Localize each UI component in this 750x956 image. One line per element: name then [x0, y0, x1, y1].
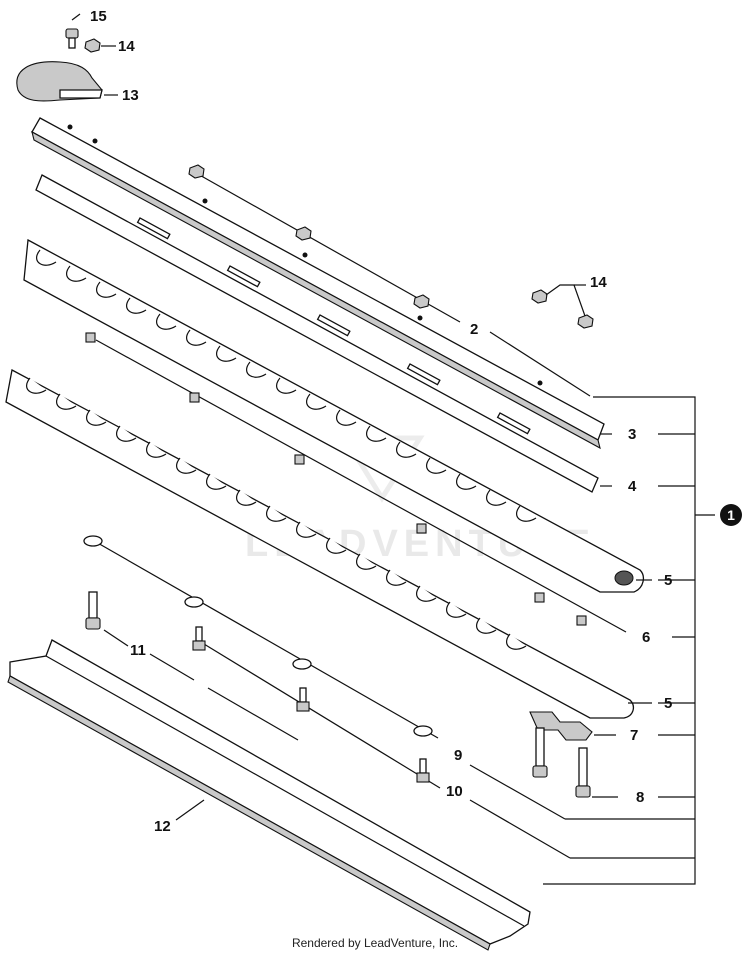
callout-11: 11 [130, 642, 146, 659]
bolt-11 [85, 591, 299, 741]
callout-9: 9 [454, 747, 462, 764]
spacers-6 [85, 332, 627, 633]
bolts-8 [532, 727, 618, 798]
blade-5-upper [23, 238, 652, 593]
callout-15: 15 [90, 8, 107, 25]
nut-14 [84, 38, 116, 53]
callout-5b: 5 [664, 695, 672, 712]
callout-14b: 14 [590, 274, 607, 291]
nuts-2 [188, 164, 591, 397]
callout-7: 7 [630, 727, 638, 744]
plate-4 [35, 174, 612, 493]
callout-8: 8 [636, 789, 644, 806]
callout-5a: 5 [664, 572, 672, 589]
callout-6: 6 [642, 629, 650, 646]
callout-4: 4 [628, 478, 637, 495]
plate-7 [529, 711, 616, 741]
washers-9 [83, 535, 566, 820]
assembly-bracket [543, 396, 715, 885]
assembly-badge: 1 [720, 504, 742, 526]
callout-10: 10 [446, 783, 463, 800]
guard-13 [16, 61, 118, 102]
svg-text:1: 1 [727, 507, 735, 523]
blade-5-lower [5, 369, 652, 719]
callout-14a: 14 [118, 38, 135, 55]
screw-15 [65, 13, 81, 49]
callout-12: 12 [154, 818, 171, 835]
guide-12 [7, 639, 531, 951]
bar-3 [31, 117, 612, 450]
callout-3: 3 [628, 426, 636, 443]
callout-2: 2 [470, 321, 478, 338]
callout-13: 13 [122, 87, 139, 104]
credit-text: Rendered by LeadVenture, Inc. [291, 936, 459, 950]
nuts-14b [531, 284, 594, 329]
bolts-10 [192, 626, 571, 859]
